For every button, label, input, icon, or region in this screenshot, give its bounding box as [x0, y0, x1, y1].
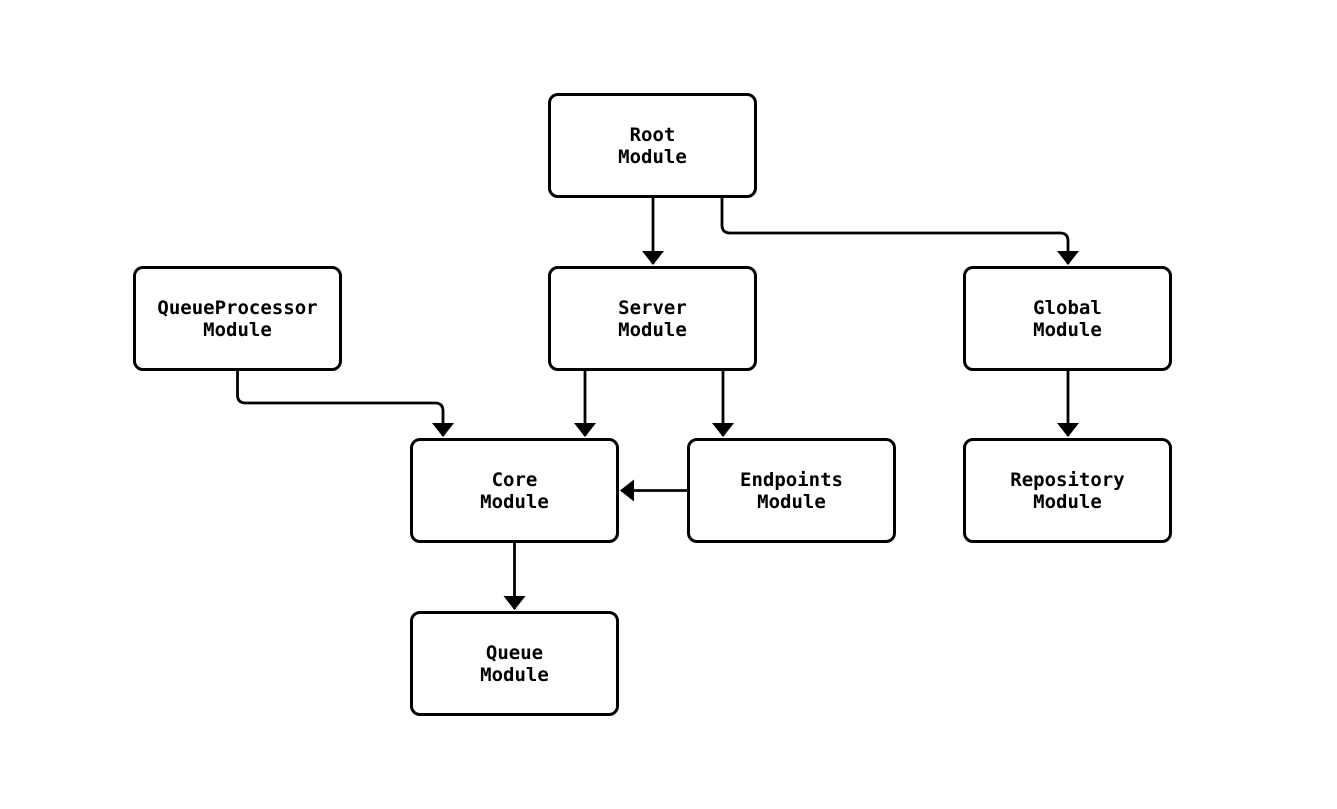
node-server-module: Server Module: [548, 266, 757, 371]
node-label: Root Module: [618, 123, 687, 168]
node-repository-module: Repository Module: [963, 438, 1172, 543]
node-label: QueueProcessor Module: [157, 296, 318, 341]
node-label: Global Module: [1033, 296, 1102, 341]
node-label: Server Module: [618, 296, 687, 341]
node-label: Endpoints Module: [740, 468, 843, 513]
node-label: Repository Module: [1010, 468, 1125, 513]
node-root-module: Root Module: [548, 93, 757, 198]
node-queueprocessor-module: QueueProcessor Module: [133, 266, 342, 371]
node-endpoints-module: Endpoints Module: [687, 438, 896, 543]
edge-queueprocessor-to-core: [236, 371, 454, 437]
node-core-module: Core Module: [410, 438, 619, 543]
node-label: Core Module: [480, 468, 549, 513]
edge-root-to-global: [720, 198, 1079, 265]
node-queue-module: Queue Module: [410, 611, 619, 716]
node-label: Queue Module: [480, 641, 549, 686]
node-global-module: Global Module: [963, 266, 1172, 371]
